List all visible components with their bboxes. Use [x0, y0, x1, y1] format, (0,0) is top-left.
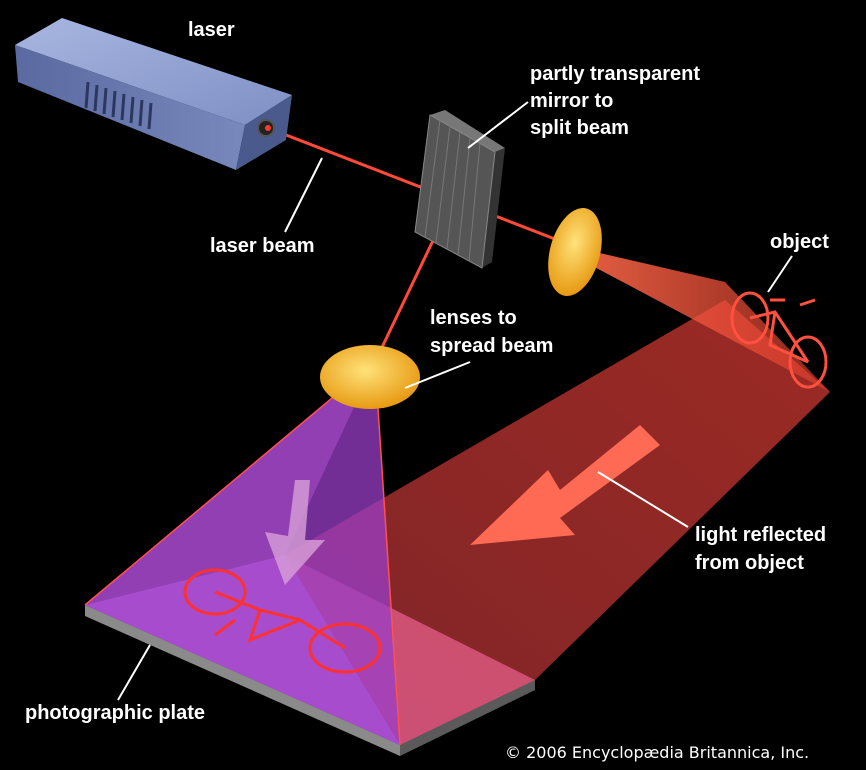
object-bicycle — [730, 291, 828, 389]
leader-reflected — [597, 471, 689, 528]
label-reflected-line1: light reflected — [695, 524, 826, 546]
leader-lenses — [404, 361, 471, 389]
label-lenses-line2: spread beam — [430, 335, 553, 357]
object-illumination-cone — [578, 248, 830, 392]
label-reflected-line2: from object — [695, 552, 804, 574]
beam-splitter-mirror — [414, 110, 505, 269]
leader-mirror — [467, 101, 529, 149]
label-object: object — [770, 231, 829, 253]
copyright-notice: © 2006 Encyclopædia Britannica, Inc. — [505, 743, 809, 762]
label-laser: laser — [188, 19, 235, 41]
reference-light-arrow — [265, 480, 325, 585]
reflected-light-arrow — [470, 425, 660, 545]
lens-reference-beam — [320, 345, 420, 409]
leader-object — [767, 255, 793, 293]
leader-laser-beam — [284, 157, 323, 233]
label-laser-beam: laser beam — [210, 235, 315, 257]
lens-object-beam — [548, 208, 602, 296]
label-lenses-line1: lenses to — [430, 307, 517, 329]
laser-device — [15, 18, 292, 170]
label-mirror-line3: split beam — [530, 117, 629, 139]
label-mirror-line2: mirror to — [530, 90, 613, 112]
leader-plate — [117, 644, 151, 701]
bicycle-image-on-plate — [183, 568, 382, 674]
label-photographic-plate: photographic plate — [25, 702, 205, 724]
label-mirror-line1: partly transparent — [530, 63, 700, 85]
